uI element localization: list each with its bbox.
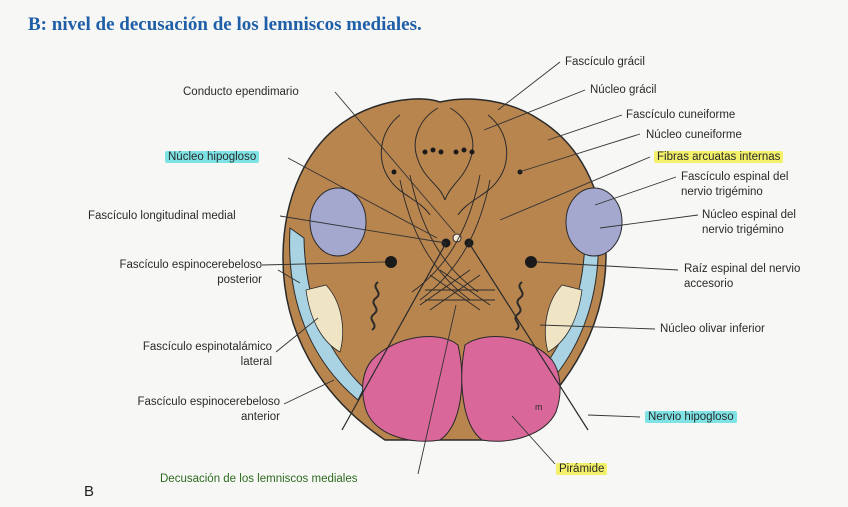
spinal-trigeminal-nucleus-right (565, 187, 623, 257)
label-raiz-espinal: Raíz espinal del nervio accesorio (684, 262, 800, 292)
label-nervio-hipogloso: Nervio hipogloso (645, 410, 737, 425)
cuneate-fold-right (457, 114, 508, 216)
highlight-nucleo-hipogloso: Núcleo hipogloso (165, 151, 260, 163)
label-conducto-ependimario: Conducto ependimario (183, 86, 299, 98)
pyramid-mark: m (535, 402, 543, 412)
gracile-fold-right (444, 107, 474, 201)
cuneate-fold-left (380, 114, 431, 216)
accessory-root-right (525, 256, 537, 268)
label-nucleo-espinal-trigemino: Núcleo espinal del nervio trigémino (702, 208, 796, 238)
label-espinocerebeloso-anterior: Fascículo espinocerebeloso anterior (100, 395, 280, 425)
spinothalamic-left (305, 284, 343, 353)
label-fasciculo-longitudinal: Fascículo longitudinal medial (88, 210, 236, 222)
figure-title: B: nivel de decusación de los lemniscos … (28, 14, 422, 35)
label-fasciculo-gracil: Fascículo grácil (565, 56, 645, 68)
panel-letter: B (84, 483, 95, 500)
hypoglossal-nerve-left (341, 242, 447, 431)
highlight-fibras-arcuatas: Fibras arcuatas internas (654, 151, 784, 163)
spinothalamic-right (545, 284, 583, 353)
pyramid-left (362, 336, 463, 442)
highlight-nervio-hipogloso: Nervio hipogloso (645, 411, 737, 423)
spinal-trigeminal-nucleus-left (309, 187, 367, 257)
label-fasciculo-espinal-trigemino-line2: nervio trigémino (681, 186, 763, 198)
label-nucleo-olivar: Núcleo olivar inferior (660, 323, 765, 335)
label-espinotalamico: Fascículo espinotalámico lateral (96, 340, 272, 370)
label-piramide: Pirámide (556, 462, 608, 477)
label-espinocerebeloso-posterior: Fascículo espinocerebeloso posterior (80, 258, 262, 288)
label-fasciculo-cuneiforme: Fascículo cuneiforme (626, 109, 736, 121)
inferior-olive-right (514, 281, 524, 331)
label-espinotalamico-line1: Fascículo espinotalámico (142, 341, 272, 353)
label-nucleo-espinal-trigemino-line2: nervio trigémino (702, 224, 784, 236)
leader-lines (261, 61, 699, 475)
label-raiz-espinal-line1: Raíz espinal del nervio (684, 263, 801, 275)
label-espinocerebeloso-posterior-line1: Fascículo espinocerebeloso (119, 259, 262, 271)
label-fasciculo-espinal-trigemino-line1: Fascículo espinal del (681, 171, 789, 183)
internal-arcuate-fibers (399, 174, 495, 311)
highlight-piramide: Pirámide (556, 463, 608, 475)
label-espinocerebeloso-anterior-line2: anterior (241, 411, 280, 423)
inferior-olive-left (370, 281, 380, 331)
label-nucleo-cuneiforme: Núcleo cuneiforme (646, 129, 742, 141)
label-decusacion: Decusación de los lemniscos mediales (160, 473, 358, 485)
label-fibras-arcuatas: Fibras arcuatas internas (654, 150, 784, 165)
label-nucleo-gracil: Núcleo grácil (590, 84, 657, 96)
label-raiz-espinal-line2: accesorio (684, 278, 734, 290)
label-nucleo-espinal-trigemino-line1: Núcleo espinal del (702, 209, 796, 221)
label-espinocerebeloso-posterior-line2: posterior (217, 274, 262, 286)
gracile-fold-left (414, 107, 446, 201)
label-nucleo-hipogloso: Núcleo hipogloso (165, 150, 260, 165)
hypoglossal-nerve-right (468, 242, 589, 431)
central-canal (452, 233, 462, 243)
label-fasciculo-espinal-trigemino: Fascículo espinal del nervio trigémino (681, 170, 788, 200)
accessory-root-left (385, 256, 397, 268)
pyramid-right (461, 336, 561, 442)
label-espinotalamico-line2: lateral (240, 356, 272, 368)
spinocerebellar-left (289, 227, 365, 401)
label-espinocerebeloso-anterior-line1: Fascículo espinocerebeloso (137, 396, 280, 408)
